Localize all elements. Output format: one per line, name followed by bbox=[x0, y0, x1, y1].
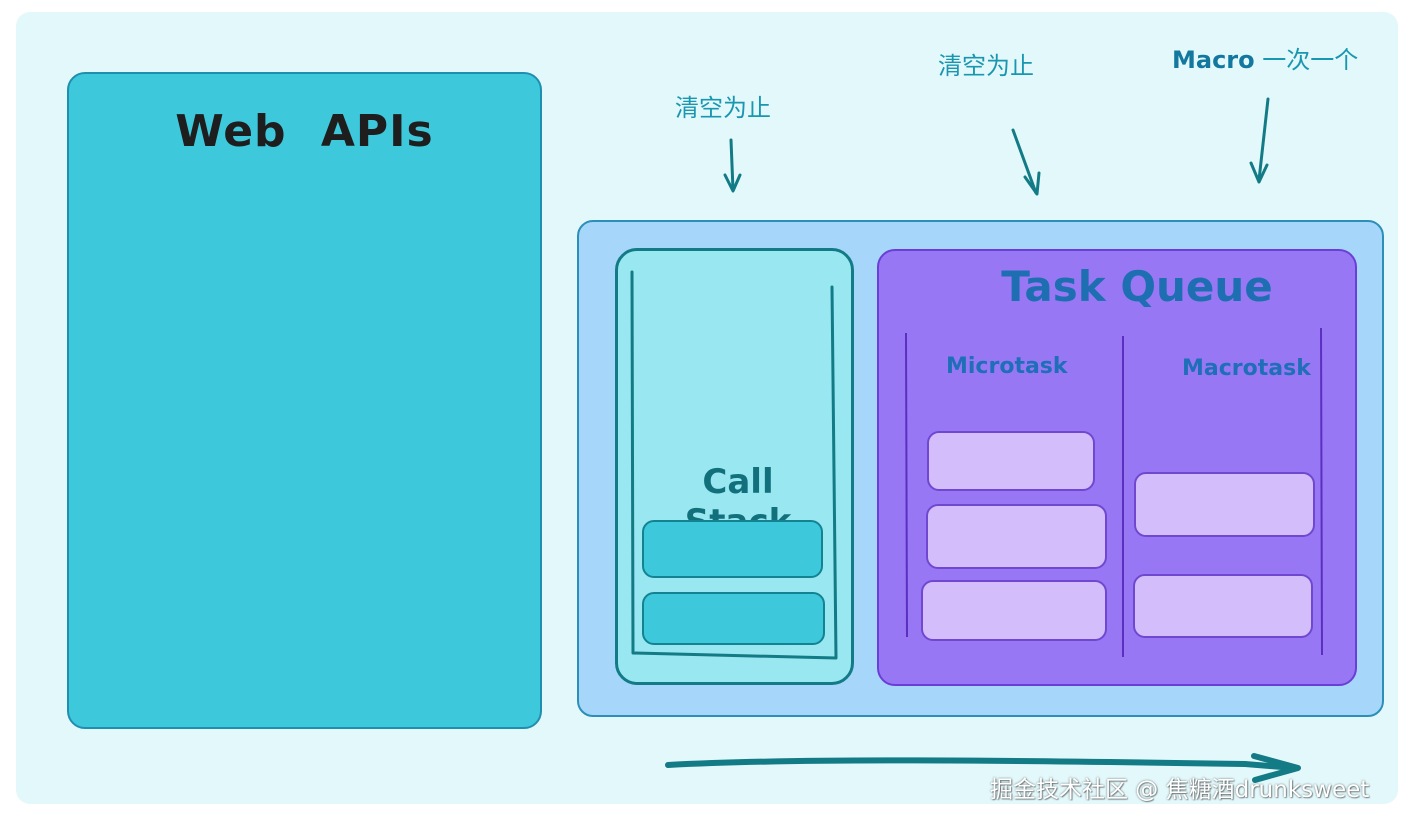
microtask-item bbox=[921, 580, 1107, 641]
watermark: 掘金技术社区 @ 焦糖酒drunksweet bbox=[990, 777, 1370, 803]
web-apis-box bbox=[67, 72, 542, 729]
microtask-item bbox=[927, 431, 1095, 491]
web-apis-title: Web APIs bbox=[175, 106, 434, 157]
macro-note-text: 一次一个 bbox=[1254, 46, 1359, 74]
macrotask-label: Macrotask bbox=[1182, 356, 1311, 381]
call-stack-note: 清空为止 bbox=[675, 94, 771, 122]
macrotask-note: Macro 一次一个 bbox=[1172, 40, 1358, 75]
task-queue-title: Task Queue bbox=[1001, 262, 1273, 311]
microtask-note: 清空为止 bbox=[938, 52, 1034, 80]
macro-note-bold: Macro bbox=[1172, 46, 1255, 74]
macrotask-item bbox=[1134, 472, 1315, 537]
call-stack-frame bbox=[642, 520, 823, 578]
microtask-item bbox=[926, 504, 1107, 569]
microtask-label: Microtask bbox=[946, 354, 1068, 379]
macrotask-item bbox=[1133, 574, 1313, 638]
call-stack-frame bbox=[642, 592, 825, 645]
